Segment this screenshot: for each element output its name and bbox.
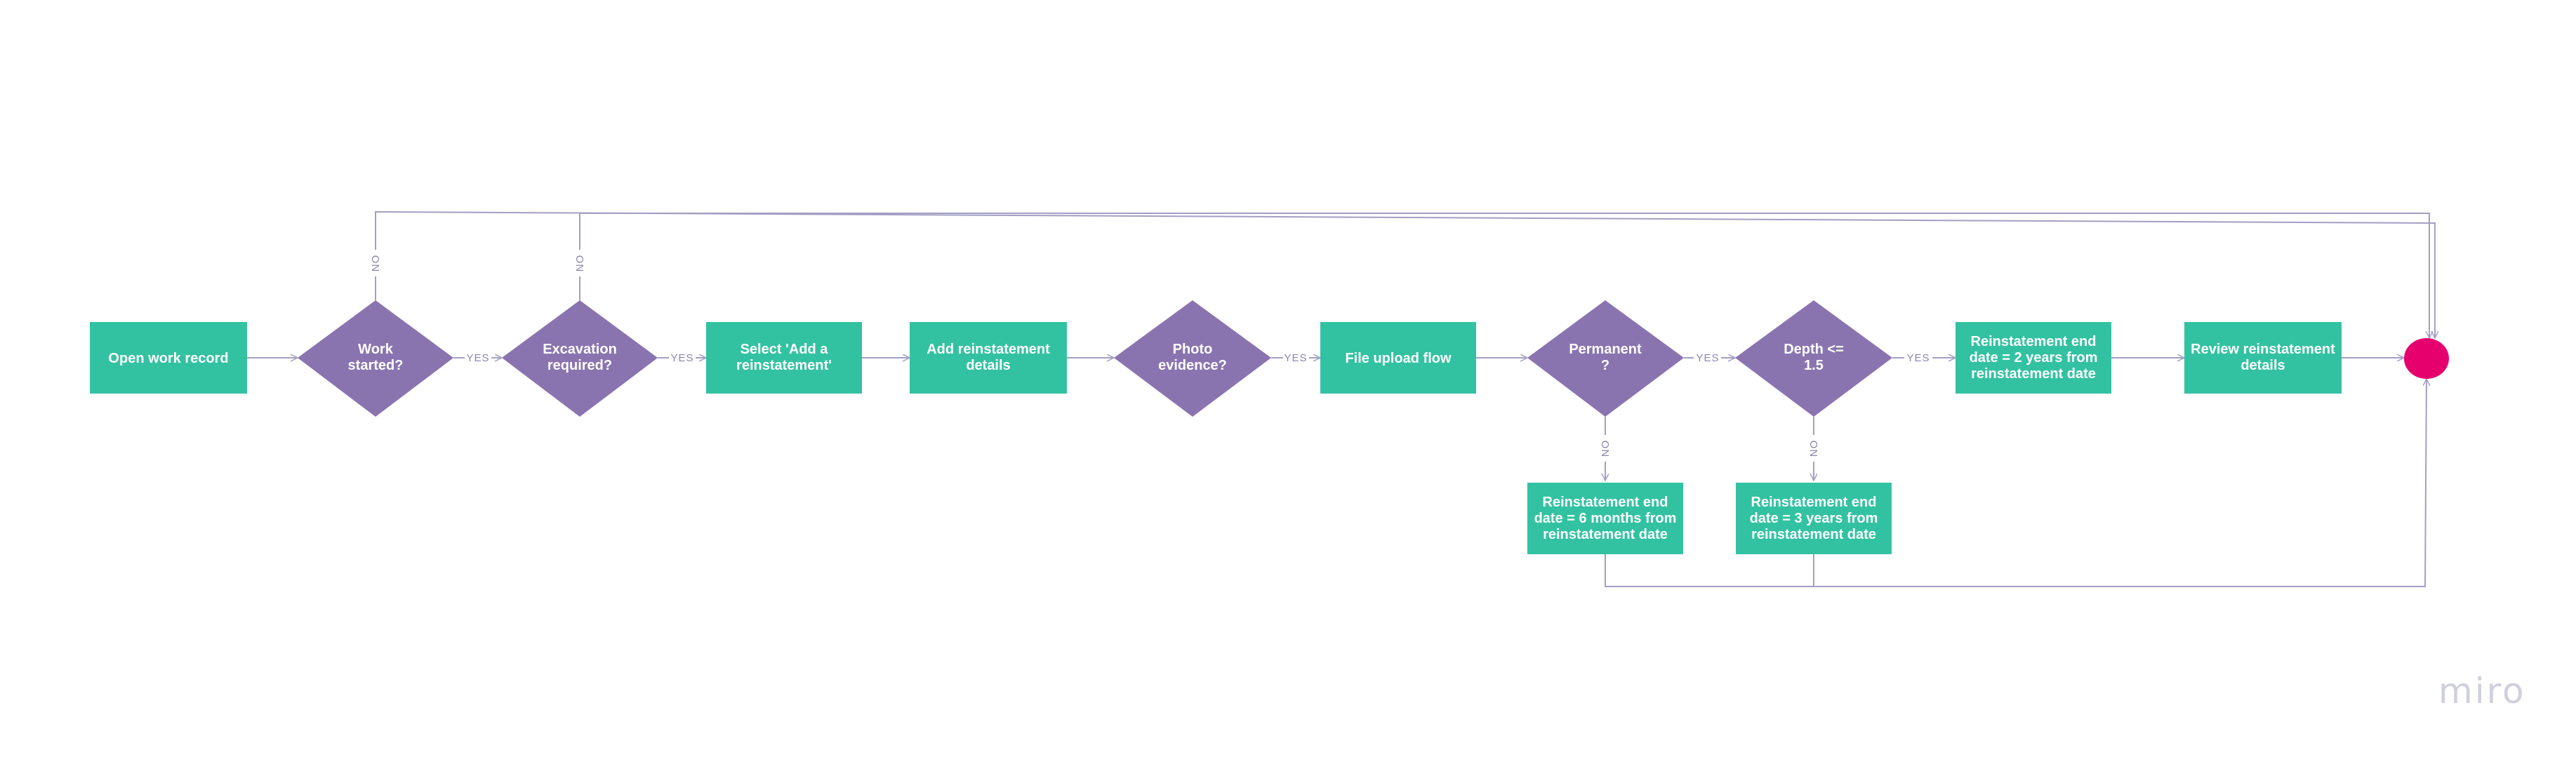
node-excavation-required-decision[interactable]: Excavation required? [502,300,658,417]
node-label-line: details [2240,358,2285,373]
node-label-line: reinstatement date [1751,527,1876,542]
node-label-line: Reinstatement end [1971,334,2097,349]
node-label: File upload flow [1345,351,1452,366]
node-label-line: evidence? [1158,358,1227,373]
label-no: NO [370,255,382,272]
node-label-line: reinstatement' [736,358,832,373]
node-end-date-6-months[interactable]: Reinstatement end date = 6 months from r… [1527,483,1683,554]
label-yes: YES [466,352,489,364]
node-label: Open work record [108,351,228,366]
node-label-line: Reinstatement end [1543,495,1668,510]
node-label-line: required? [547,358,612,373]
label-yes: YES [670,352,693,364]
label-no: NO [574,255,586,272]
node-permanent-decision[interactable]: Permanent ? [1527,300,1684,417]
node-review-reinstatement-details[interactable]: Review reinstatement details [2184,322,2342,394]
edge-excavation-no [579,213,2429,338]
node-label-line: Add reinstatement [927,342,1050,357]
node-label-line: ? [1601,358,1609,373]
node-label-line: details [966,358,1010,373]
edge-labels: YES YES YES YES YES NO NO NO NO [370,255,1930,457]
node-select-add-reinstatement[interactable]: Select 'Add a reinstatement' [706,322,862,394]
edge-6months-to-end [1605,554,1814,587]
node-label-line: Photo [1173,342,1213,357]
node-label-line: started? [348,358,404,373]
connectors [247,210,2435,587]
label-yes: YES [1284,352,1307,364]
node-end-date-2-years[interactable]: Reinstatement end date = 2 years from re… [1956,322,2111,394]
miro-logo: miro [2438,671,2526,711]
edge-3years-to-end [1813,379,2426,587]
node-label-line: Excavation [543,342,617,357]
node-label-line: Select 'Add a [741,342,829,357]
node-open-work-record[interactable]: Open work record [90,322,247,394]
node-label-line: Permanent [1569,342,1642,357]
node-label-line: date = 2 years from [1970,350,2098,366]
node-label-line: reinstatement date [1543,527,1668,542]
label-no: NO [1808,440,1820,457]
node-label-line: Review reinstatement [2191,342,2335,357]
node-file-upload-flow[interactable]: File upload flow [1320,322,1476,394]
node-label-line: date = 3 years from [1750,511,1878,526]
node-photo-evidence-decision[interactable]: Photo evidence? [1114,300,1271,417]
node-end-date-3-years[interactable]: Reinstatement end date = 3 years from re… [1736,483,1892,554]
label-yes: YES [1906,352,1930,364]
node-label-line: 1.5 [1804,358,1824,373]
node-work-started-decision[interactable]: Work started? [298,300,453,417]
node-add-reinstatement-details[interactable]: Add reinstatement details [910,322,1067,394]
label-no: NO [1600,440,1612,457]
node-label-line: date = 6 months from [1534,511,1677,526]
node-label-line: Work [358,342,394,357]
edge-work-started-no [375,210,2435,338]
node-depth-decision[interactable]: Depth <= 1.5 [1735,300,1892,417]
end-terminator[interactable] [2404,338,2449,379]
node-label-line: Depth <= [1784,342,1844,357]
node-label-line: reinstatement date [1971,366,2096,382]
label-yes: YES [1696,352,1719,364]
node-label-line: Reinstatement end [1751,495,1877,510]
